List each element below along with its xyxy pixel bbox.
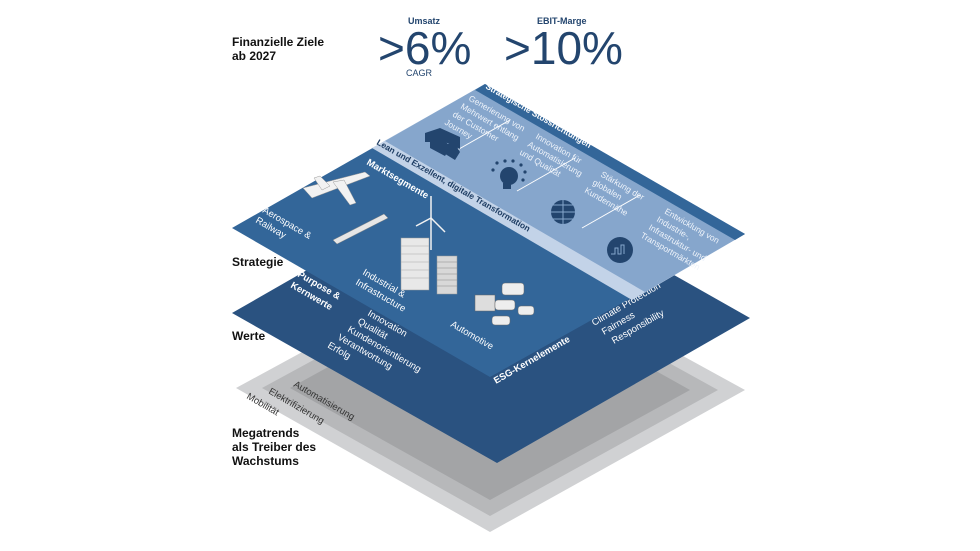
- airplane-icon: [302, 171, 371, 206]
- directions-title-band: [475, 84, 745, 240]
- kpi-ebit-title: EBIT-Marge: [537, 16, 587, 26]
- kpi-revenue-sub: CAGR: [406, 68, 433, 78]
- strategy-label: Strategie: [232, 255, 284, 269]
- directions-area: [385, 84, 745, 292]
- kpi-revenue-title: Umsatz: [408, 16, 441, 26]
- divider: [581, 194, 641, 229]
- strategy-plane: [232, 84, 745, 377]
- strategy-layer: Strategische Stossrichtungen Lean und Ex…: [232, 81, 745, 377]
- megatrends-label-2: als Treiber des: [232, 440, 316, 454]
- kpi-revenue-value: >6%: [378, 22, 471, 74]
- wind-turbine-icon: [415, 196, 446, 250]
- megatrends-label-1: Megatrends: [232, 426, 300, 440]
- train-icon: [332, 213, 389, 245]
- megatrends-label-3: Wachstums: [232, 454, 299, 468]
- financial-goals-label-1: Finanzielle Ziele: [232, 35, 324, 49]
- buildings-icon: [400, 237, 458, 295]
- industry-transport-icon: [607, 237, 633, 263]
- lightbulb-icon: [491, 159, 527, 189]
- divider: [451, 119, 511, 154]
- vehicles-icon: [474, 282, 535, 326]
- divider: [516, 157, 576, 192]
- values-label: Werte: [232, 329, 265, 343]
- globe-icon: [551, 200, 575, 224]
- financial-goals-label-2: ab 2027: [232, 49, 276, 63]
- kpi-ebit-value: >10%: [504, 22, 623, 74]
- chevrons-icon: [425, 128, 460, 160]
